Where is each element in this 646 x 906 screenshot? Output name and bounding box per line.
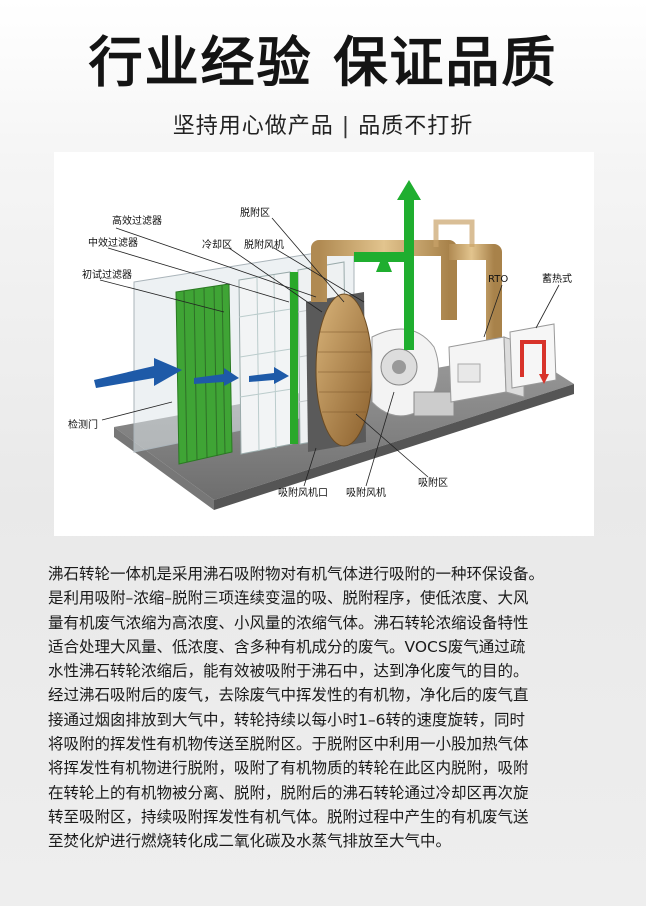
label-regenerative: 蓄热式 xyxy=(542,272,572,285)
description-line: 是利用吸附–浓缩–脱附三项连续变温的吸、脱附程序，使低浓度、大风 xyxy=(48,589,529,608)
page-subtitle: 坚持用心做产品 | 品质不打折 xyxy=(0,108,646,140)
label-primary-filter: 初试过滤器 xyxy=(82,268,132,281)
description-line: 转至吸附区，持续吸附挥发性有机气体。脱附过程中产生的有机废气送 xyxy=(48,807,529,826)
description-line: 至焚化炉进行燃烧转化成二氧化碳及水蒸气排放至大气中。 xyxy=(48,832,452,851)
label-adsorption-fan-inlet: 吸附风机口 xyxy=(278,486,328,499)
label-adsorption-fan: 吸附风机 xyxy=(346,486,386,499)
label-cooling-zone: 冷却区 xyxy=(202,238,232,251)
label-rto: RTO xyxy=(488,274,508,285)
mid-filter xyxy=(238,271,293,455)
label-desorption-zone: 脱附区 xyxy=(240,206,270,219)
regenerative-unit xyxy=(509,323,557,389)
label-desorption-fan: 脱附风机 xyxy=(244,238,284,251)
description-line: 适合处理大风量、低浓度、含多种有机成分的废气。VOCS废气通过疏 xyxy=(48,637,526,656)
adsorption-fan-unit xyxy=(371,328,455,417)
zeolite-rotor xyxy=(306,292,373,452)
airflow-arrows xyxy=(94,358,289,388)
primary-filter xyxy=(175,283,233,465)
subtitle-left: 坚持用心做产品 xyxy=(172,114,334,139)
description-line: 量有机废气浓缩为高浓度、小风量的浓缩气体。沸石转轮浓缩设备特性 xyxy=(48,613,529,632)
label-high-eff-filter: 高效过滤器 xyxy=(112,214,162,227)
description-line: 接通过烟囱排放到大气中，转轮持续以每小时1–6转的速度旋转，同时 xyxy=(48,710,525,729)
description-line: 沸石转轮一体机是采用沸石吸附物对有机气体进行吸附的一种环保设备。 xyxy=(48,565,545,583)
label-inspection-door: 检测门 xyxy=(68,418,98,431)
description-line: 水性沸石转轮浓缩后，能有效被吸附于沸石中，达到净化废气的目的。 xyxy=(48,662,529,681)
subtitle-separator: | xyxy=(341,114,351,139)
label-mid-eff-filter: 中效过滤器 xyxy=(88,236,138,249)
page-title: 行业经验 保证品质 xyxy=(88,31,558,94)
clean-exhaust xyxy=(354,180,421,350)
description-line: 将吸附的挥发性有机物传送至脱附区。于脱附区中利用一小股加热气体 xyxy=(48,735,529,754)
subtitle-right: 品质不打折 xyxy=(358,114,474,139)
description-line: 经过沸石吸附后的废气，去除废气中挥发性的有机物，净化后的废气直 xyxy=(48,686,529,705)
zeolite-rotor-illustration: 高效过滤器 中效过滤器 初试过滤器 检测门 脱附区 冷却区 脱附风机 RTO 蓄… xyxy=(68,180,574,510)
description-text: 沸石转轮一体机是采用沸石吸附物对有机气体进行吸附的一种环保设备。 是利用吸附–浓… xyxy=(48,562,608,854)
equipment-diagram: 高效过滤器 中效过滤器 初试过滤器 检测门 脱附区 冷却区 脱附风机 RTO 蓄… xyxy=(54,152,594,536)
description-line: 将挥发性有机物进行脱附，吸附了有机物质的转轮在此区内脱附，吸附 xyxy=(48,759,529,778)
description-line: 在转轮上的有机物被分离、脱附，脱附后的沸石转轮通过冷却区再次旋 xyxy=(48,783,529,802)
label-adsorption-zone: 吸附区 xyxy=(418,476,448,489)
